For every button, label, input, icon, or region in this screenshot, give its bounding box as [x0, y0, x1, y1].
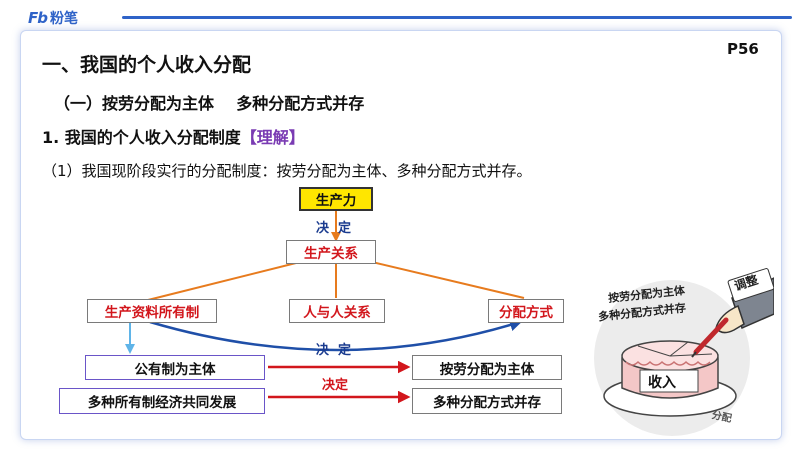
pen-shape [693, 317, 729, 355]
human-relations-box: 人与人关系 [289, 299, 385, 323]
logo-mark: Fb [28, 9, 48, 27]
cake-label-band [639, 369, 699, 393]
heading-3-tag: 【理解】 [240, 128, 305, 147]
arrow-ownership-to-distribution [149, 318, 523, 352]
distribution-method-box: 分配方式 [488, 299, 564, 323]
cake-drawing [594, 268, 775, 436]
production-relations-box: 生产关系 [286, 240, 376, 264]
heading-3: 1. 我国的个人收入分配制度【理解】 [42, 124, 305, 148]
decide-label-top: 决 定 [316, 221, 352, 236]
line-relations-to-ownership [147, 261, 301, 301]
line-relations-to-distribution [371, 261, 525, 299]
logo-brand: 粉笔 [49, 11, 78, 27]
page-number: P56 [727, 40, 759, 58]
public-ownership-box: 公有制为主体 [85, 355, 265, 380]
cake-label: 收入 [648, 375, 676, 391]
decide-label-middle: 决 定 [316, 343, 352, 358]
definition-paragraph: （1）我国现阶段实行的分配制度：按劳分配为主体、多种分配方式并存。 [42, 162, 532, 180]
heading-1: 一、我国的个人收入分配 [42, 54, 252, 76]
decide-label-bottom: 决定 [322, 378, 349, 393]
multi-ownership-box: 多种所有制经济共同发展 [59, 388, 265, 414]
multi-distribution-box: 多种分配方式并存 [412, 388, 562, 414]
labor-distribution-box: 按劳分配为主体 [412, 355, 562, 380]
cake-illustration: 按劳分配为主体 多种分配方式并存 调整 收入 分配 [592, 258, 775, 438]
ownership-box: 生产资料所有制 [87, 299, 217, 323]
heading-3-text: 1. 我国的个人收入分配制度 [42, 128, 241, 147]
header-divider [122, 16, 792, 19]
productivity-box: 生产力 [299, 187, 373, 211]
heading-2: （一）按劳分配为主体 多种分配方式并存 [54, 94, 365, 113]
logo: Fb 粉笔 [28, 8, 78, 28]
